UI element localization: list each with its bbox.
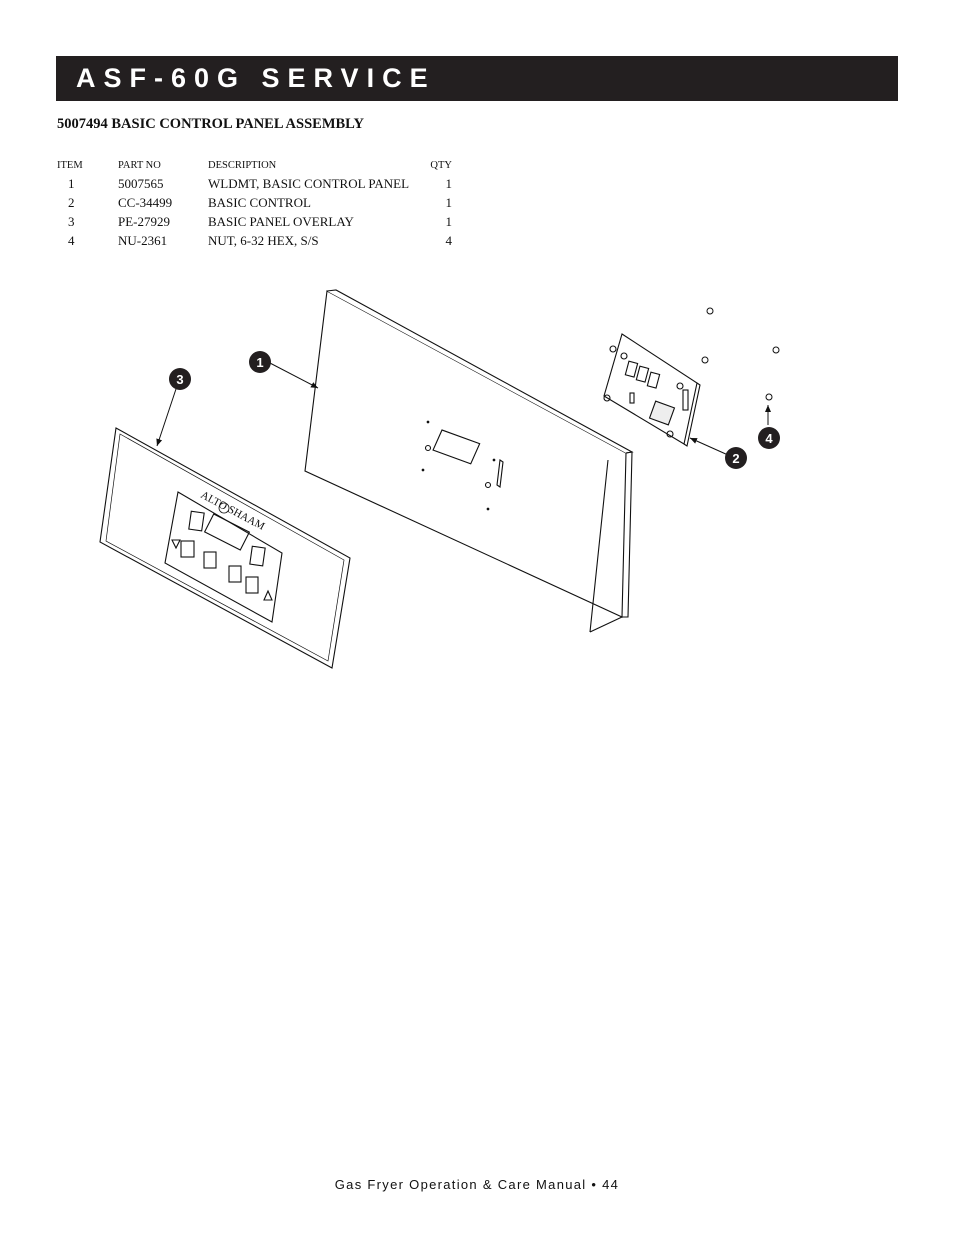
callout-1: 1 bbox=[249, 351, 271, 373]
hex-nut bbox=[765, 393, 773, 401]
hex-nuts bbox=[701, 307, 780, 401]
section-title: 5007494 BASIC CONTROL PANEL ASSEMBLY bbox=[57, 116, 364, 132]
leader-lines bbox=[156, 361, 771, 456]
exploded-assembly-diagram: ALTO SHAAM 1 3 2 bbox=[99, 289, 780, 669]
svg-text:4: 4 bbox=[765, 431, 773, 446]
cell-item: 4 bbox=[68, 232, 75, 248]
cell-description: NUT, 6-32 HEX, S/S bbox=[208, 232, 319, 248]
panel-overlay: ALTO SHAAM bbox=[99, 427, 351, 669]
cell-part-no: 5007565 bbox=[118, 175, 164, 191]
table-header-row: ITEM PART NO DESCRIPTION QTY bbox=[57, 156, 452, 174]
svg-text:1: 1 bbox=[256, 355, 263, 370]
column-header-part-no: PART NO bbox=[118, 159, 161, 171]
page-title: ASF-60G SERVICE bbox=[76, 63, 436, 93]
svg-text:3: 3 bbox=[176, 372, 183, 387]
callout-3: 3 bbox=[169, 368, 191, 390]
cell-item: 2 bbox=[68, 194, 75, 210]
basic-control-board bbox=[603, 333, 701, 447]
callout-4: 4 bbox=[758, 427, 780, 449]
cell-item: 1 bbox=[68, 175, 75, 191]
footer-text: Gas Fryer Operation & Care Manual • 44 bbox=[334, 1177, 620, 1192]
cell-description: BASIC PANEL OVERLAY bbox=[208, 213, 354, 229]
cell-description: BASIC CONTROL bbox=[208, 194, 311, 210]
cell-part-no: CC-34499 bbox=[118, 194, 173, 210]
cell-qty: 1 bbox=[445, 175, 453, 191]
table-row: 3 PE-27929 BASIC PANEL OVERLAY 1 bbox=[57, 212, 452, 231]
table-row: 1 5007565 WLDMT, BASIC CONTROL PANEL 1 bbox=[57, 174, 452, 193]
svg-text:2: 2 bbox=[732, 451, 739, 466]
table-row: 4 NU-2361 NUT, 6-32 HEX, S/S 4 bbox=[57, 231, 452, 250]
cell-qty: 4 bbox=[445, 232, 453, 248]
header-banner: ASF-60G SERVICE bbox=[56, 56, 898, 101]
hex-nut bbox=[706, 307, 714, 315]
cell-item: 3 bbox=[68, 213, 75, 229]
parts-table: ITEM PART NO DESCRIPTION QTY 1 5007565 W… bbox=[57, 156, 452, 250]
cell-qty: 1 bbox=[445, 213, 453, 229]
callout-2: 2 bbox=[725, 447, 747, 469]
hex-nut bbox=[701, 356, 709, 364]
control-panel-weldment bbox=[304, 289, 634, 633]
cell-qty: 1 bbox=[445, 194, 453, 210]
column-header-qty: QTY bbox=[430, 159, 452, 171]
column-header-item: ITEM bbox=[57, 159, 83, 171]
cell-part-no: NU-2361 bbox=[118, 232, 168, 248]
table-row: 2 CC-34499 BASIC CONTROL 1 bbox=[57, 193, 452, 212]
cell-description: WLDMT, BASIC CONTROL PANEL bbox=[208, 175, 410, 191]
cell-part-no: PE-27929 bbox=[118, 213, 170, 229]
column-header-description: DESCRIPTION bbox=[208, 159, 277, 171]
hex-nut bbox=[772, 346, 780, 354]
page-footer: Gas Fryer Operation & Care Manual • 44 bbox=[0, 1177, 954, 1192]
